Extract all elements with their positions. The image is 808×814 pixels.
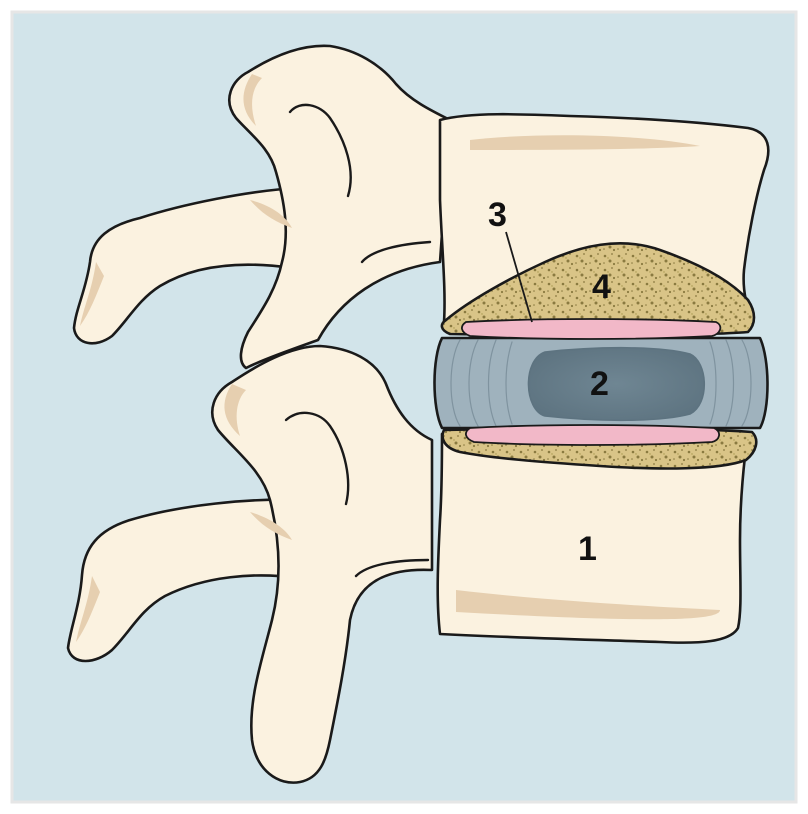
label-sclerotic-bone: 4	[592, 268, 611, 306]
nucleus-pulposus	[528, 348, 704, 421]
label-endplate: 3	[488, 196, 507, 234]
lower-endplate	[466, 425, 719, 445]
label-nucleus: 2	[590, 365, 609, 403]
upper-endplate	[462, 319, 720, 339]
label-vertebral-body: 1	[578, 530, 597, 568]
